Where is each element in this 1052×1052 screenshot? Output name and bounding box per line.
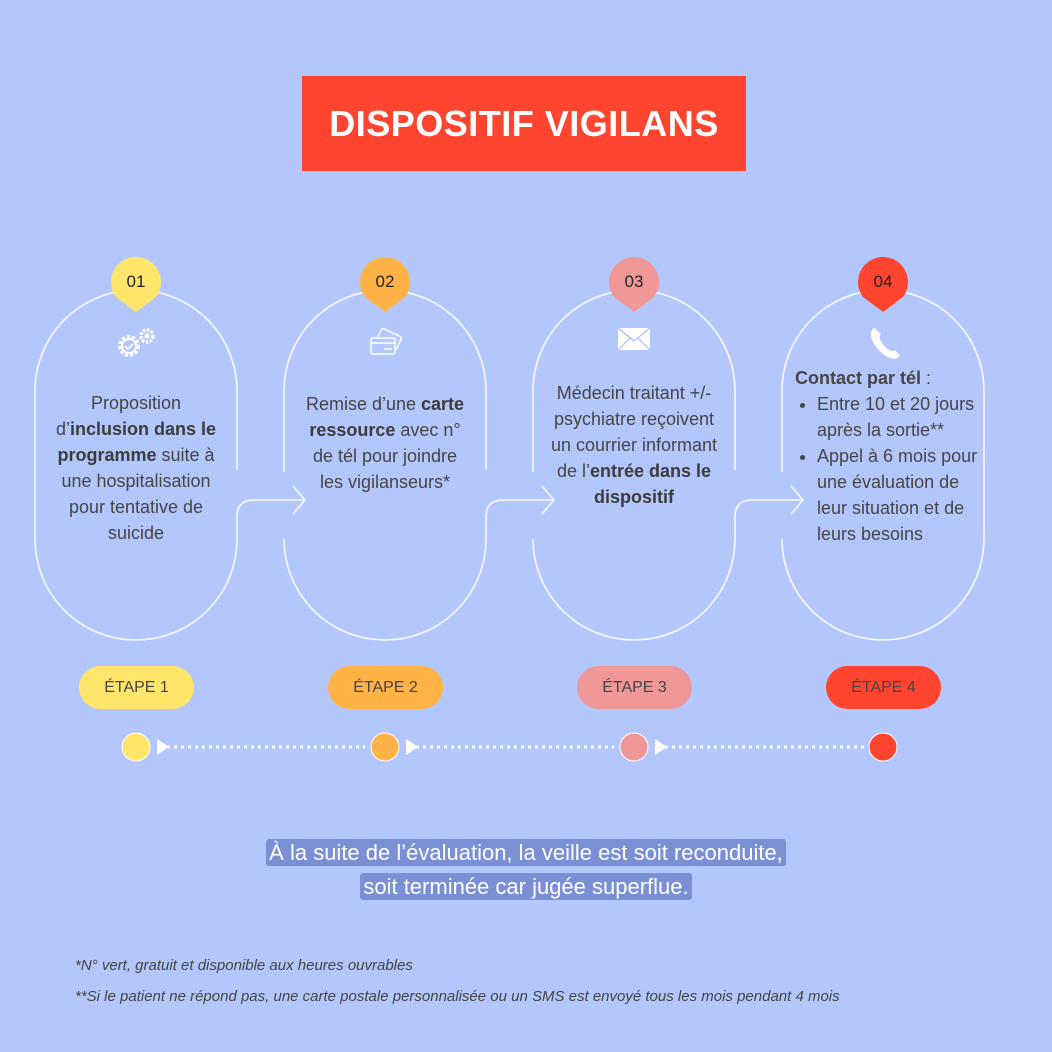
- step-4-heading: Contact par tél: [795, 368, 922, 388]
- envelope-icon: [617, 327, 651, 351]
- step-badge-1: ÉTAPE 1: [79, 666, 194, 709]
- caption: À la suite de l’évaluation, la veille es…: [0, 836, 1052, 904]
- pin-3: [609, 257, 659, 312]
- step-badge-2: ÉTAPE 2: [328, 666, 443, 709]
- timeline-arrow-2: [406, 739, 418, 755]
- step-badge-4: ÉTAPE 4: [826, 666, 941, 709]
- step-number-4: 04: [873, 272, 893, 291]
- pin-1: [111, 256, 161, 312]
- pin-2: [360, 257, 410, 312]
- timeline-dot-2: [370, 732, 400, 762]
- timeline-dot-4: [868, 732, 898, 762]
- list-item: Entre 10 et 20 jours après la sortie**: [817, 391, 980, 443]
- pins: [111, 256, 909, 312]
- title-banner: DISPOSITIF VIGILANS: [302, 76, 746, 171]
- connector-1: [236, 485, 307, 518]
- step-4-description: Contact par tél : Entre 10 et 20 jours a…: [795, 365, 980, 547]
- step-number-2: 02: [375, 272, 395, 291]
- step-badge-3: ÉTAPE 3: [577, 666, 692, 709]
- timeline-dot-1: [121, 732, 151, 762]
- timeline-arrow-1: [157, 739, 169, 755]
- step-2-description: Remise d’une carte ressource avec n° de …: [305, 394, 465, 492]
- connector-2: [485, 485, 556, 518]
- step-1-description: Proposition d’inclusion dans le programm…: [55, 393, 217, 543]
- connector-3: [734, 485, 805, 518]
- list-item: Appel à 6 mois pour une évaluation de le…: [817, 443, 980, 547]
- footnote-2: **Si le patient ne répond pas, une carte…: [75, 988, 840, 1005]
- pin-4: [858, 256, 909, 312]
- timeline-dot-3: [619, 732, 649, 762]
- step-3-description: Médecin traitant +/- psychiatre reçoiven…: [550, 383, 718, 507]
- credit-card-icon: [370, 327, 403, 355]
- phone-icon: [870, 328, 900, 359]
- timeline: [121, 732, 898, 762]
- timeline-arrow-3: [655, 739, 667, 755]
- step-number-3: 03: [624, 272, 644, 291]
- footnote-1: *N° vert, gratuit et disponible aux heur…: [75, 957, 413, 974]
- gears-icon: [118, 328, 155, 357]
- step-number-1: 01: [126, 272, 146, 291]
